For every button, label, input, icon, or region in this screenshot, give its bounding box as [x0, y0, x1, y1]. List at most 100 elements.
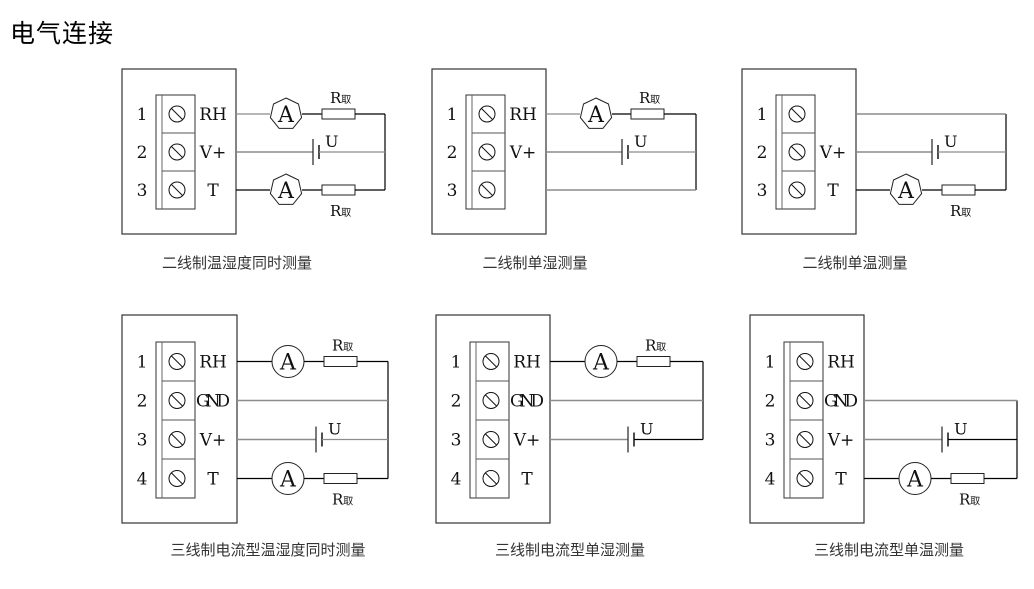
ammeter-label: A [279, 351, 297, 376]
terminal-label: V+ [827, 431, 855, 451]
battery-label: U [954, 420, 967, 439]
screw-slot [171, 394, 183, 407]
resistor-icon [630, 108, 665, 120]
terminal-label: RH [509, 105, 537, 125]
battery-label: U [944, 132, 957, 151]
ammeter-label: A [906, 468, 924, 493]
screw-slot [485, 355, 497, 368]
screw-slot [799, 394, 811, 407]
terminal-label: T [207, 470, 219, 490]
screw-icon [168, 143, 186, 161]
terminal-number: 2 [451, 392, 462, 412]
screw-icon [788, 105, 806, 123]
screw-slot [171, 472, 183, 485]
ammeter-label: A [592, 351, 610, 376]
screw-slot [791, 184, 803, 196]
resistor-icon [950, 473, 985, 484]
ammeter-label: A [279, 468, 297, 493]
screw-slot [481, 146, 493, 158]
screw-slot [171, 184, 183, 196]
terminal-number: 1 [447, 105, 458, 125]
screw-icon [478, 181, 496, 199]
enclosure-box [121, 314, 238, 524]
terminal-number: 3 [765, 431, 776, 451]
resistor-icon [321, 108, 356, 120]
terminal-number: 2 [137, 143, 148, 163]
ammeter-label: A [277, 179, 295, 204]
terminal-label: V+ [819, 143, 847, 163]
ammeter-icon [889, 173, 923, 205]
diagram-caption: 二线制温湿度同时测量 [161, 254, 313, 272]
diagram-caption: 三线制电流型单温测量 [813, 541, 965, 559]
terminal-label: RH [827, 353, 855, 373]
terminal-block [775, 94, 816, 210]
terminal-number: 3 [137, 181, 148, 201]
terminal-label: T [835, 470, 847, 490]
resistor-icon [323, 356, 358, 367]
ammeter-label: A [897, 179, 915, 204]
ammeter-icon [269, 173, 303, 205]
diagram-caption: 二线制单湿测量 [482, 254, 588, 272]
screw-icon [168, 105, 186, 123]
screw-icon [796, 470, 814, 487]
terminal-number: 1 [757, 105, 768, 125]
terminal-number: 1 [765, 353, 776, 373]
screw-slot [799, 433, 811, 446]
screw-slot [481, 184, 493, 196]
resistor-label: R取 [950, 202, 971, 220]
screw-slot [481, 108, 493, 120]
terminal-label: GND [196, 392, 230, 412]
screw-icon [482, 431, 500, 448]
battery-label: U [640, 420, 653, 439]
ammeter-icon [269, 97, 303, 129]
resistor-label: R取 [332, 491, 353, 509]
terminal-block [465, 94, 506, 210]
screw-icon [796, 353, 814, 370]
terminal-number: 2 [447, 143, 458, 163]
screw-icon [168, 181, 186, 199]
terminal-label: GND [510, 392, 544, 412]
resistor-icon [636, 356, 671, 367]
terminal-number: 3 [757, 181, 768, 201]
screw-icon [788, 143, 806, 161]
terminal-label: T [207, 181, 219, 201]
screw-slot [799, 355, 811, 368]
terminal-number: 3 [447, 181, 458, 201]
resistor-label: R取 [645, 337, 666, 355]
ammeter-label: A [587, 103, 605, 128]
screw-icon [796, 431, 814, 448]
resistor-icon [941, 184, 976, 196]
screw-icon [478, 143, 496, 161]
terminal-number: 3 [137, 431, 148, 451]
battery-label: U [634, 132, 647, 151]
resistor-label: R取 [330, 89, 351, 107]
terminal-label: RH [199, 353, 227, 373]
screw-slot [171, 355, 183, 368]
terminal-label: RH [199, 105, 227, 125]
resistor-label: R取 [959, 491, 980, 509]
battery-label: U [328, 420, 341, 439]
resistor-label: R取 [332, 337, 353, 355]
screw-slot [799, 472, 811, 485]
screw-slot [791, 108, 803, 120]
diagram-caption: 二线制单温测量 [802, 254, 908, 272]
terminal-number: 4 [451, 470, 462, 490]
screw-icon [478, 105, 496, 123]
screw-slot [485, 433, 497, 446]
screw-slot [171, 146, 183, 158]
terminal-label: V+ [199, 431, 227, 451]
terminal-number: 2 [137, 392, 148, 412]
resistor-icon [323, 473, 358, 484]
resistor-icon [321, 184, 356, 196]
ammeter-label: A [277, 103, 295, 128]
enclosure-box [435, 314, 551, 524]
screw-slot [171, 108, 183, 120]
resistor-label: R取 [330, 202, 351, 220]
terminal-label: T [521, 470, 533, 490]
screw-slot [485, 472, 497, 485]
